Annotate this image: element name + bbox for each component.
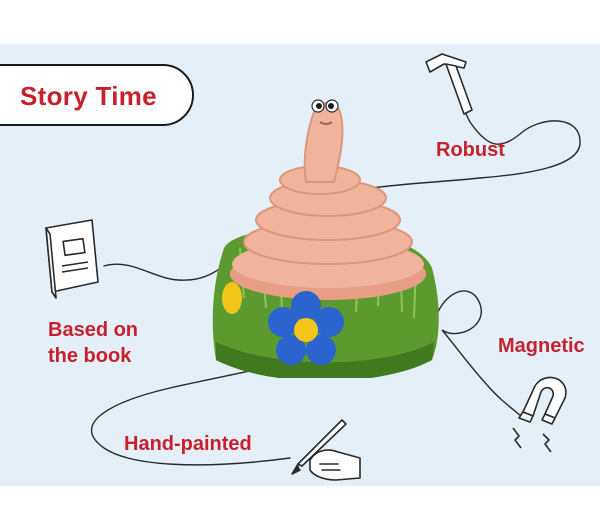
magnet-icon (512, 376, 567, 453)
book-icon (45, 219, 99, 299)
hand-painted-label: Hand-painted (124, 433, 252, 455)
hammer-icon (425, 53, 473, 115)
feature-panel: Story Time (0, 44, 600, 486)
based-on-book-label-line1: Based on (48, 319, 139, 341)
hand-with-brush-icon (291, 419, 361, 481)
story-time-badge: Story Time (0, 64, 194, 126)
badge-title: Story Time (20, 81, 157, 111)
based-on-book-label-line2: the book (48, 345, 132, 367)
worm-figure (212, 99, 439, 378)
robust-label: Robust (436, 139, 505, 161)
magnetic-label: Magnetic (498, 335, 585, 357)
